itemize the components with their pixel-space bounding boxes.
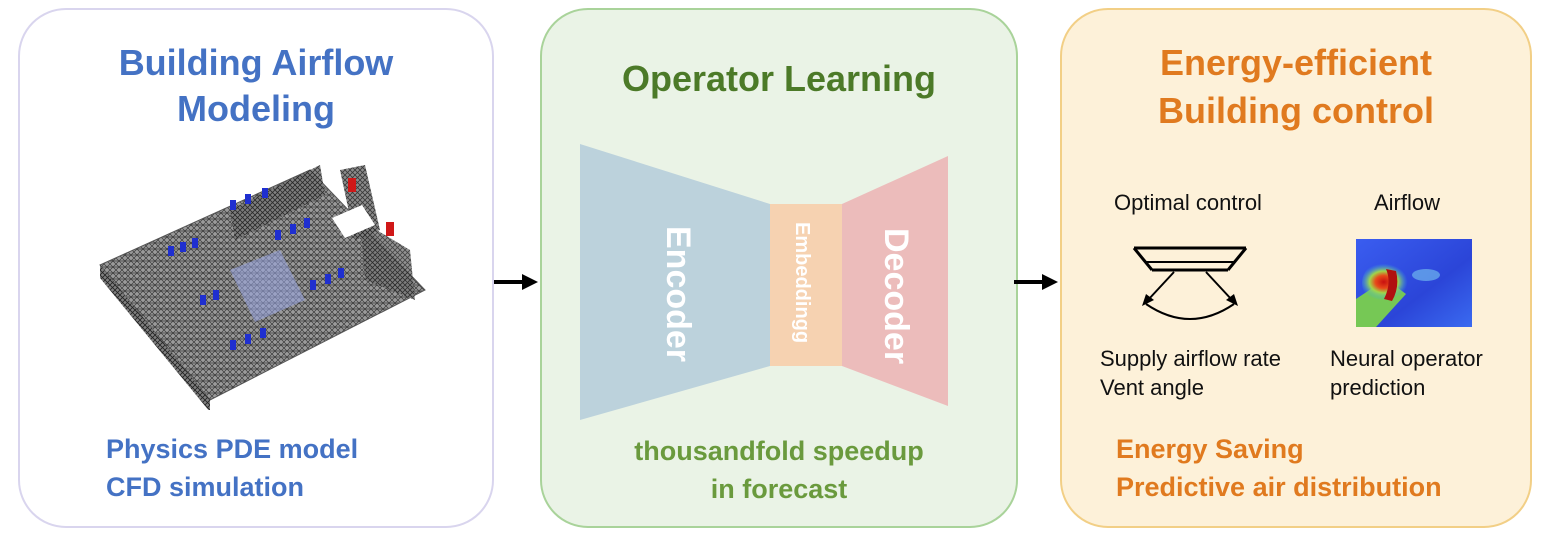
vent-icon (1132, 246, 1248, 320)
control-title-line2: Building control (1158, 90, 1434, 131)
operator-foot-line2: in forecast (710, 474, 848, 504)
arrow-right-icon (494, 274, 538, 290)
neural-label-line1: Neural operator (1330, 346, 1483, 371)
encoder-block (580, 144, 770, 420)
airflow-heatmap-image (1356, 239, 1472, 327)
control-title-line1: Energy-efficient (1159, 42, 1433, 83)
arrow-right-icon (1014, 274, 1058, 290)
supply-label-line1: Supply airflow rate (1100, 346, 1281, 371)
modeling-foot-line1: Physics PDE model (106, 434, 359, 464)
optimal-control-label: Optimal control (1114, 190, 1262, 215)
operator-learning-panel: Operator Learning Encoder Embeddingg Dec… (540, 8, 1018, 528)
decoder-block (842, 156, 948, 406)
embedding-block (770, 204, 842, 366)
control-foot-line2: Predictive air distribution (1116, 472, 1442, 502)
operator-foot-line1: thousandfold speedup (634, 436, 924, 466)
neural-label-line2: prediction (1330, 375, 1426, 400)
airflow-label: Airflow (1374, 190, 1441, 215)
decoder-label: Decoder (877, 228, 915, 365)
building-control-panel: Energy-efficient Building control Optima… (1060, 8, 1532, 528)
operator-title: Operator Learning (621, 58, 937, 99)
modeling-title-line1: Building Airflow (118, 42, 394, 83)
encoder-label: Encoder (659, 226, 697, 363)
control-foot-line1: Energy Saving (1116, 434, 1304, 464)
embedding-label: Embeddingg (791, 222, 813, 344)
encoder-decoder-diagram (580, 144, 948, 420)
building-airflow-panel: Building Airflow Modeling (18, 8, 494, 528)
building-mesh-image (99, 165, 426, 410)
supply-label-line2: Vent angle (1100, 375, 1204, 400)
modeling-title-line2: Modeling (177, 88, 335, 129)
modeling-foot-line2: CFD simulation (106, 472, 305, 502)
